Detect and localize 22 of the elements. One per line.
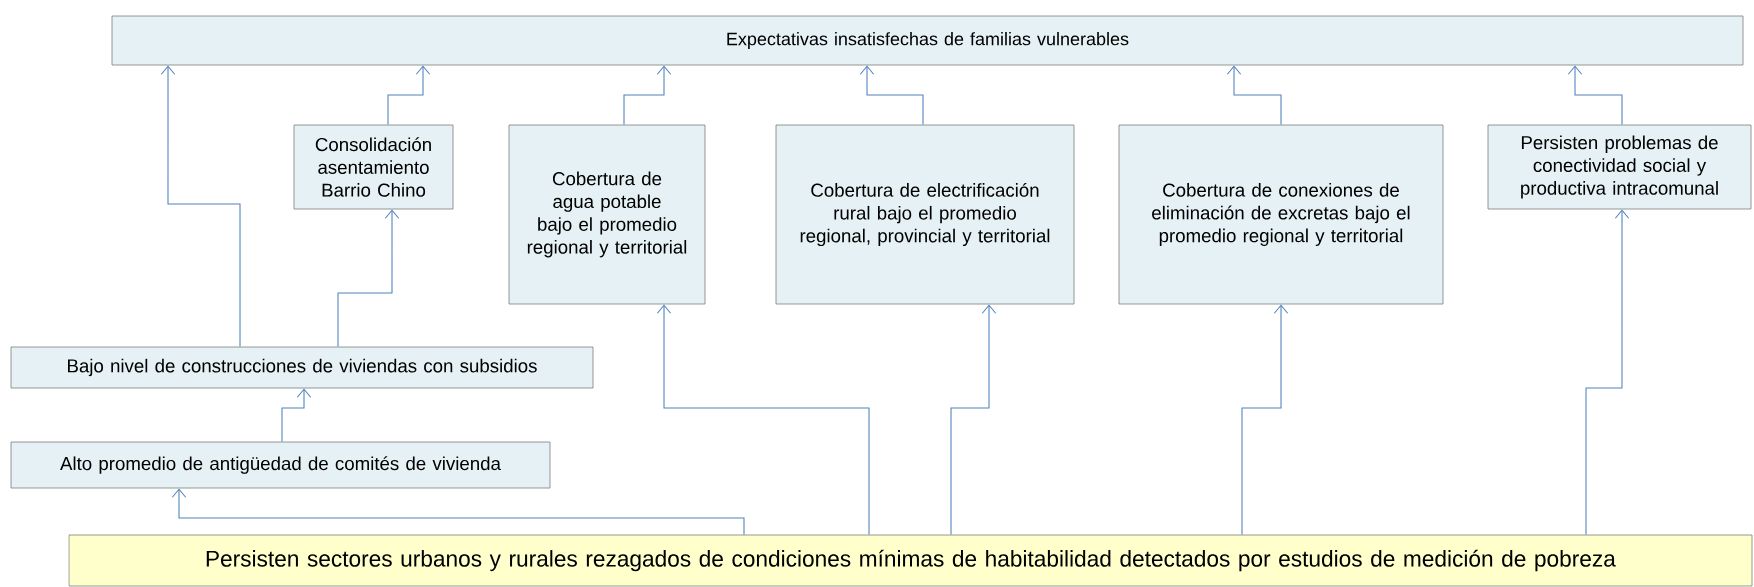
- arrow: [1585, 209, 1630, 536]
- arrow: [656, 304, 870, 536]
- arrow: [171, 488, 745, 536]
- text-box: Bajo nivel de construcciones de viviendas con subsidios: [10, 346, 594, 389]
- text-box: Persisten problemas de conectividad social y productiva intracomunal: [1487, 124, 1752, 210]
- arrow: [281, 388, 312, 443]
- arrow: [387, 65, 431, 126]
- arrow: [623, 65, 672, 126]
- text-box: Consolidación asentamiento Barrio Chino: [293, 124, 454, 210]
- text-box: Expectativas insatisfechas de familias vulnerables: [111, 15, 1744, 66]
- arrow: [1567, 65, 1623, 126]
- arrow: [337, 209, 400, 348]
- arrow: [1241, 304, 1289, 536]
- text-box: Persisten sectores urbanos y rurales rezagados de condiciones mínimas de habitabilidad detectados por estudios de medición de pobreza: [68, 534, 1753, 587]
- arrow: [950, 304, 997, 536]
- text-box: Cobertura de agua potable bajo el promedio regional y territorial: [508, 124, 706, 305]
- arrow: [160, 65, 241, 348]
- arrow: [859, 65, 924, 126]
- arrow: [1226, 65, 1282, 126]
- text-box: Cobertura de conexiones de eliminación de excretas bajo el promedio regional y territorial: [1118, 124, 1444, 305]
- text-box: Cobertura de electrificación rural bajo el promedio regional, provincial y territorial: [775, 124, 1075, 305]
- text-box: Alto promedio de antigüedad de comités de vivienda: [10, 441, 551, 489]
